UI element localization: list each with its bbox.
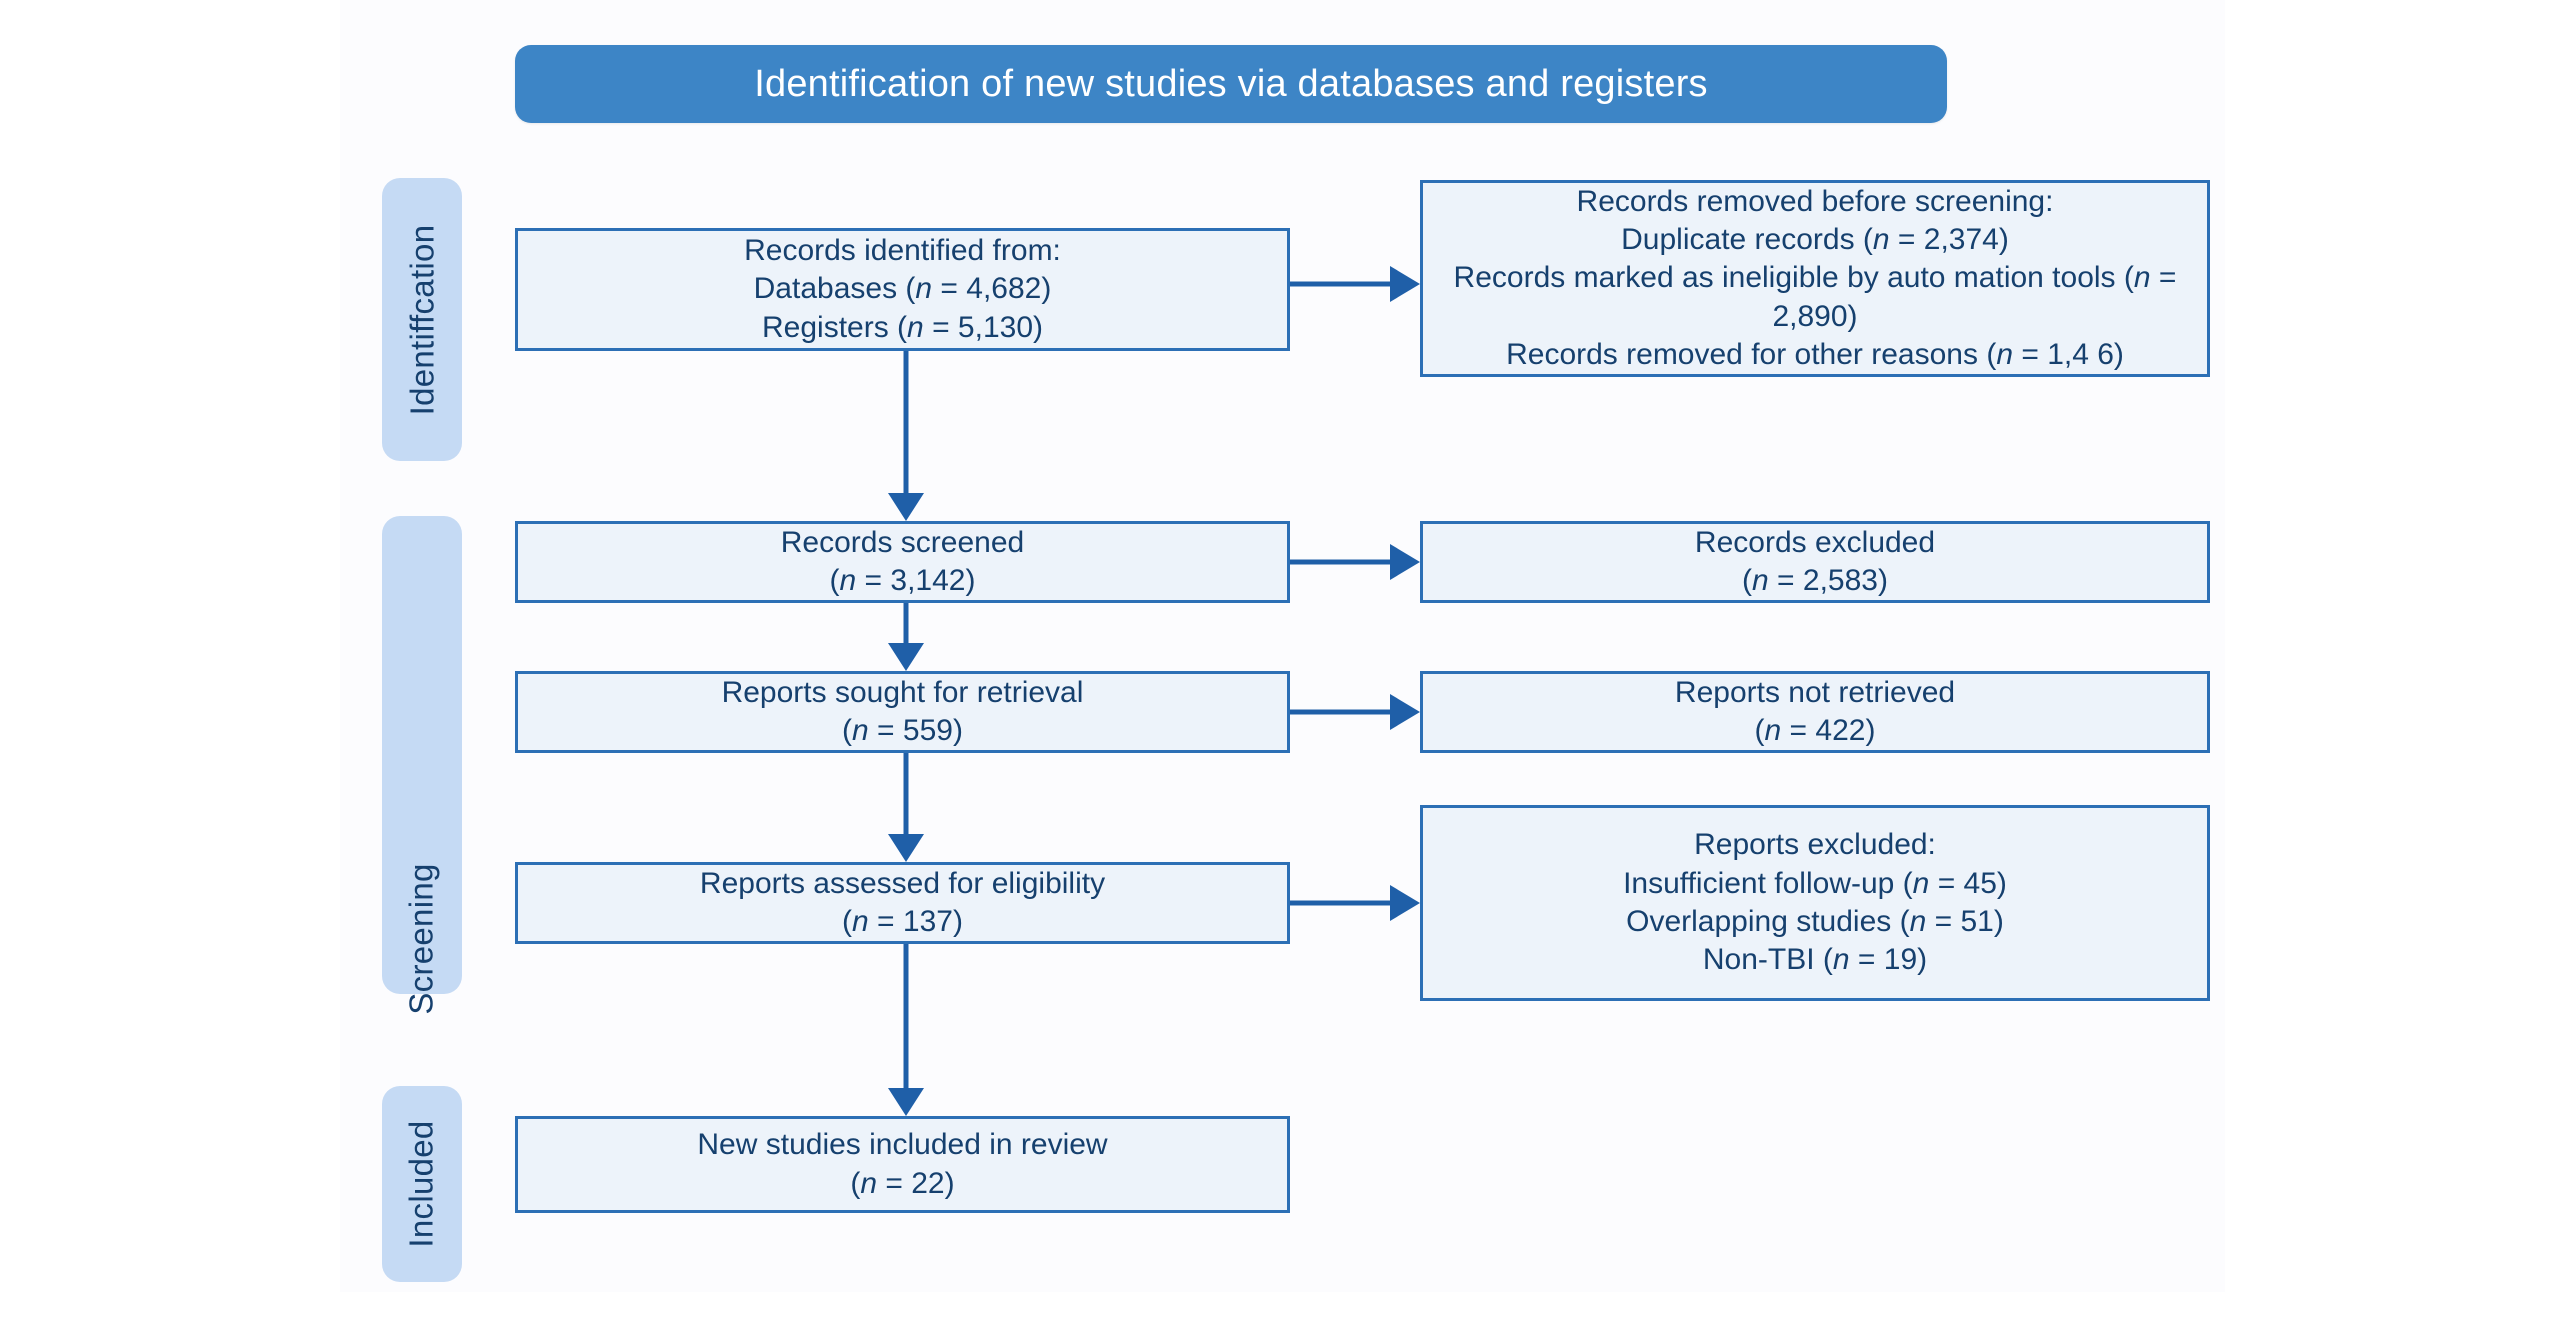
box-line: Reports sought for retrieval: [721, 675, 1084, 709]
stage-label-screening: Screening: [403, 863, 441, 1015]
stage-label-identification: Identiffcation: [403, 224, 441, 415]
box-new-studies-included: New studies included in review (n = 22): [515, 1116, 1290, 1213]
box-line: Registers (n = 5,130): [762, 310, 1043, 344]
box-line: Overlapping studies (n = 51): [1626, 905, 2004, 938]
box-reports-not-retrieved: Reports not retrieved (n = 422): [1420, 671, 2210, 753]
box-line: Reports not retrieved: [1674, 675, 1956, 709]
box-line: Records screened: [780, 525, 1025, 559]
box-line: Records removed before screening:: [1576, 184, 2054, 218]
box-line: Duplicate records (n = 2,374): [1621, 222, 2009, 256]
box-records-removed-before-screening: Records removed before screening: Duplic…: [1420, 180, 2210, 377]
box-line: (n = 559): [842, 714, 963, 747]
box-line: New studies included in review: [697, 1128, 1108, 1162]
box-records-identified: Records identified from: Databases (n = …: [515, 228, 1290, 351]
box-reports-sought-for-retrieval: Reports sought for retrieval (n = 559): [515, 671, 1290, 753]
stage-pill-screening: Screening: [382, 516, 462, 1015]
box-line: Records identified from:: [744, 233, 1061, 267]
box-line: (n = 22): [850, 1166, 955, 1200]
box-line: Databases (n = 4,682): [753, 272, 1052, 306]
box-line: (n = 3,142): [829, 564, 976, 597]
box-line: Records excluded: [1694, 525, 1936, 559]
box-reports-excluded: Reports excluded: Insufficient follow-up…: [1420, 805, 2210, 1001]
box-line: Records marked as ineligible by auto mat…: [1453, 261, 2177, 333]
diagram-header-banner: Identification of new studies via databa…: [515, 45, 1947, 123]
box-line: Insufficient follow-up (n = 45): [1623, 866, 2007, 900]
box-line: (n = 2,583): [1742, 564, 1888, 597]
stage-label-included: Included: [403, 1120, 441, 1248]
box-line: (n = 137): [842, 905, 963, 938]
box-line: (n = 422): [1754, 714, 1876, 747]
box-reports-assessed-for-eligibility: Reports assessed for eligibility (n = 13…: [515, 862, 1290, 944]
stage-pill-identification: Identiffcation: [382, 178, 462, 461]
box-line: Reports assessed for eligibility: [699, 866, 1106, 900]
box-line: Non-TBI (n = 19): [1702, 943, 1928, 977]
box-records-excluded: Records excluded (n = 2,583): [1420, 521, 2210, 603]
diagram-title: Identification of new studies via databa…: [754, 62, 1708, 105]
box-line: Reports excluded:: [1694, 828, 1936, 862]
box-line: Records removed for other reasons (n = 1…: [1506, 338, 2124, 372]
box-records-screened: Records screened (n = 3,142): [515, 521, 1290, 603]
stage-pill-included: Included: [382, 1086, 462, 1282]
